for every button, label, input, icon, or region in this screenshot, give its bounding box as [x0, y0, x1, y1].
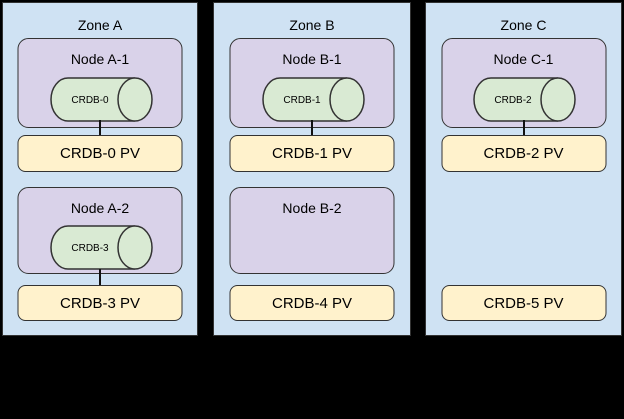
pv-box: CRDB-4 PV: [229, 285, 395, 321]
database-label: CRDB-2: [494, 95, 532, 106]
zone-a-title: Zone A: [77, 17, 123, 33]
database-cylinder-icon: CRDB-0: [49, 77, 153, 122]
database-label: CRDB-0: [71, 95, 109, 106]
pv-label: CRDB-0 PV: [59, 145, 141, 162]
zone-c-title: Zone C: [500, 17, 547, 33]
database-label: CRDB-3: [71, 243, 109, 254]
pv-label: CRDB-2 PV: [483, 145, 564, 162]
node-a1: Node A-1 CRDB-0: [17, 38, 183, 128]
pv-box: CRDB-3 PV: [17, 285, 183, 321]
connector-line: [311, 120, 313, 136]
pv-box: CRDB-2 PV: [441, 135, 606, 172]
node-a2: Node A-2 CRDB-3: [17, 187, 183, 274]
database-cylinder-icon: CRDB-2: [473, 77, 576, 122]
zone-b: Zone B Node B-1 CRDB-1 CRDB-1 PV Node B-…: [213, 2, 411, 336]
node-b2-label: Node B-2: [282, 200, 342, 216]
node-b1-label: Node B-1: [282, 51, 342, 67]
connector-line: [99, 269, 101, 286]
node-c1: Node C-1 CRDB-2: [441, 38, 606, 128]
node-a2-label: Node A-2: [70, 200, 130, 216]
pv-label: CRDB-5 PV: [483, 294, 564, 312]
zone-a: Zone A Node A-1 CRDB-0 CRDB-0 PV Node A-…: [2, 2, 198, 336]
zone-b-title: Zone B: [289, 17, 335, 33]
node-c1-label: Node C-1: [493, 51, 554, 67]
connector-line: [99, 120, 101, 136]
connector-line: [522, 120, 525, 136]
zone-c: Zone C Node C-1 CRDB-2 CRDB-2 PV CRDB-5 …: [425, 2, 622, 336]
database-cylinder-icon: CRDB-3: [49, 225, 153, 270]
pv-label: CRDB-1 PV: [271, 145, 353, 162]
pv-box: CRDB-1 PV: [229, 135, 395, 172]
node-a1-label: Node A-1: [70, 51, 130, 67]
pv-label: CRDB-3 PV: [59, 294, 141, 312]
pv-box: CRDB-0 PV: [17, 135, 183, 172]
node-b2: Node B-2: [229, 187, 395, 274]
database-label: CRDB-1: [283, 95, 321, 106]
database-cylinder-icon: CRDB-1: [261, 77, 365, 122]
node-b1: Node B-1 CRDB-1: [229, 38, 395, 128]
pv-label: CRDB-4 PV: [271, 294, 353, 312]
pv-box: CRDB-5 PV: [441, 285, 606, 321]
